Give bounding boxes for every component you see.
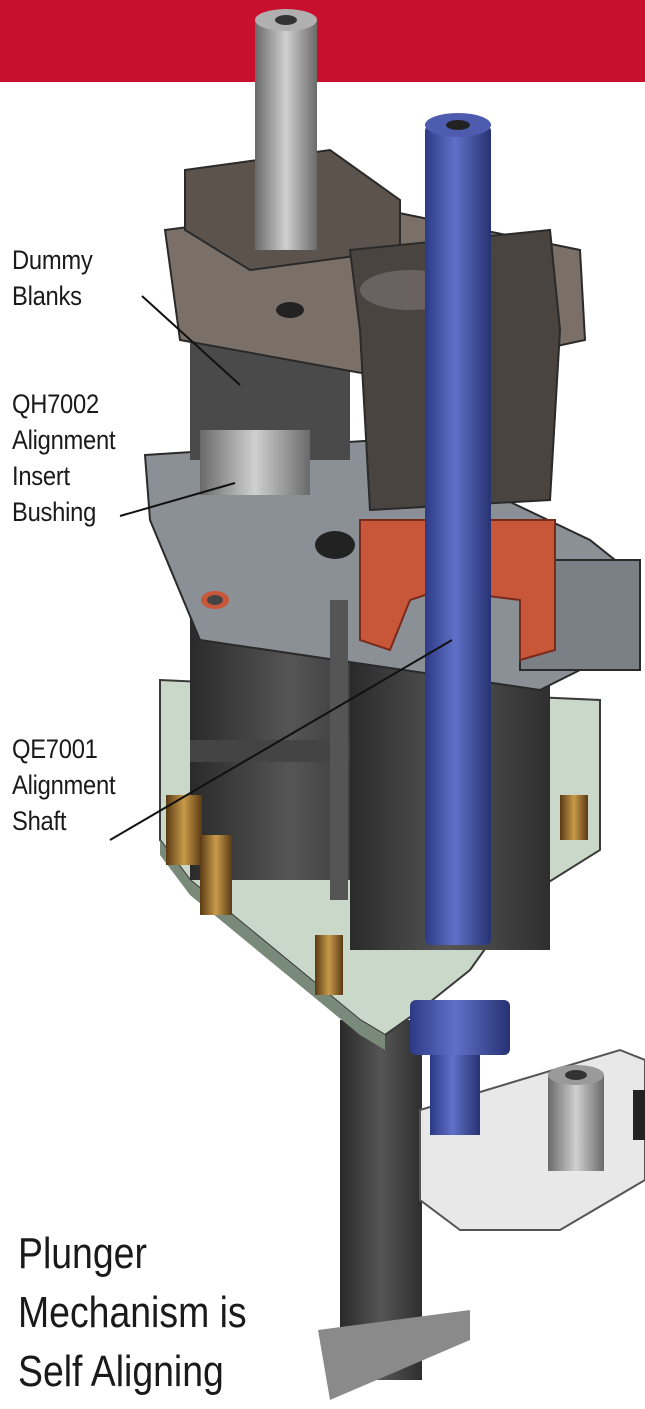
- label-qh7002-alignment-insert-bushing: QH7002 Alignment Insert Bushing: [12, 386, 116, 530]
- brass-fittings: [166, 795, 588, 995]
- label-qe7001-line-1: QE7001: [12, 734, 98, 764]
- red-header-banner: [0, 0, 645, 82]
- leader-line-dummy-blanks: [141, 295, 241, 386]
- label-qh7002-line-2: Alignment: [12, 425, 116, 455]
- leader-lines: [109, 295, 453, 841]
- alignment-insert-bushing: [200, 430, 310, 495]
- caption-line-1: Plunger: [18, 1229, 147, 1278]
- leader-line-qh7002: [119, 482, 236, 517]
- label-dummy-blanks: Dummy Blanks: [12, 242, 93, 314]
- bottom-rod: [318, 1020, 470, 1400]
- label-qe7001-line-2: Alignment: [12, 770, 116, 800]
- label-dummy-blanks-line-2: Blanks: [12, 281, 82, 311]
- label-qe7001-alignment-shaft: QE7001 Alignment Shaft: [12, 731, 116, 839]
- label-qh7002-line-4: Bushing: [12, 497, 97, 527]
- label-dummy-blanks-line-1: Dummy: [12, 245, 93, 275]
- blue-alignment-shaft: [410, 113, 510, 1135]
- caption-plunger-self-aligning: Plunger Mechanism is Self Aligning: [18, 1224, 247, 1401]
- label-qe7001-line-3: Shaft: [12, 806, 67, 836]
- label-qh7002-line-3: Insert: [12, 461, 70, 491]
- guide-rod: [330, 600, 348, 900]
- leader-line-qe7001: [109, 639, 453, 841]
- top-shaft: [255, 9, 317, 250]
- label-qh7002-line-1: QH7002: [12, 389, 99, 419]
- caption-line-3: Self Aligning: [18, 1347, 224, 1396]
- caption-line-2: Mechanism is: [18, 1288, 247, 1337]
